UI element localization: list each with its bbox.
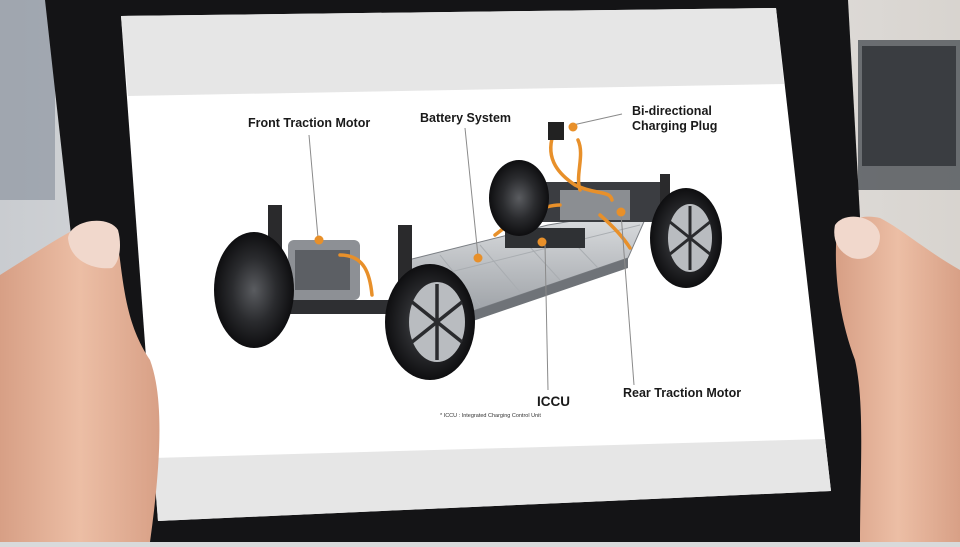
callout-lines [308,113,635,391]
background-keyboard [0,0,55,200]
rear-strut [660,174,670,214]
footnote-iccu: * ICCU : Integrated Charging Control Uni… [440,413,541,419]
front-right-spokes [410,284,464,360]
callout-dots [314,122,626,263]
rear-right-spokes [669,206,711,270]
label-battery-system: Battery System [420,111,512,125]
screen-bottom-band [153,439,831,521]
label-charging-plug-line1: Bi-directional [632,104,712,118]
ev-platform [214,122,722,380]
right-hand [835,216,960,543]
background-monitor-screen [862,46,956,166]
left-thumbnail [68,220,120,269]
rear-left-wheel [489,160,549,236]
screen-top-band [121,8,784,96]
right-thumbnail [834,216,880,259]
front-left-wheel [214,232,294,348]
front-strut-right [398,225,412,285]
label-front-traction-motor: Front Traction Motor [248,116,371,130]
label-iccu: ICCU [537,394,570,409]
label-rear-traction-motor: Rear Traction Motor [623,386,742,400]
left-hand [0,224,160,542]
charging-plug [548,122,564,140]
label-charging-plug: Bi-directional Charging Plug [632,104,717,134]
label-charging-plug-line2: Charging Plug [632,119,718,133]
